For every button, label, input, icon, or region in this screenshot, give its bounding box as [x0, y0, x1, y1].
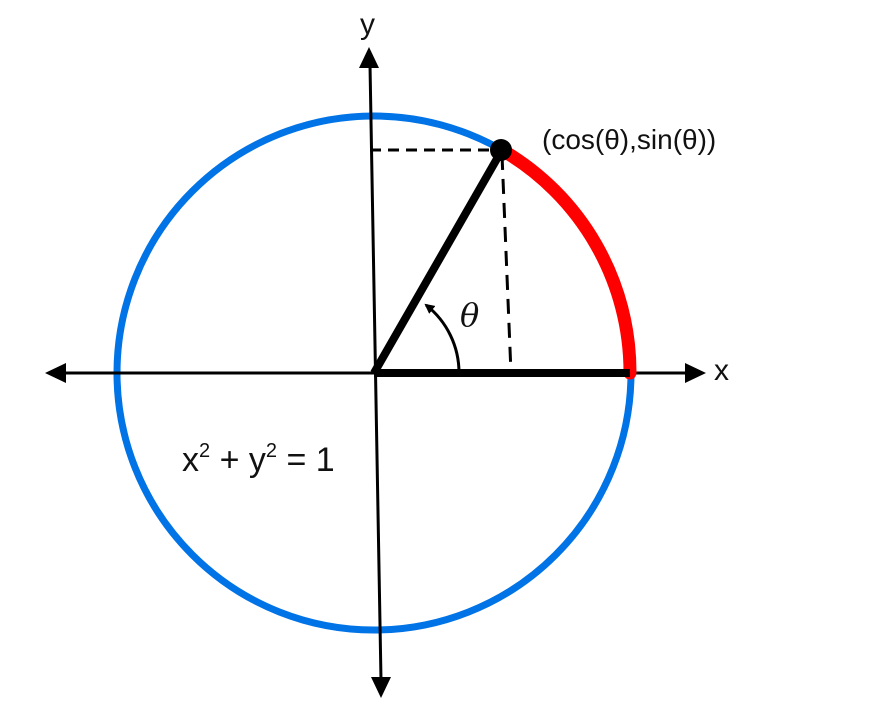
y-axis-arrow-up-icon: [359, 47, 379, 68]
eq-rest: = 1: [277, 441, 335, 479]
eq-exp2: 2: [265, 440, 277, 462]
circle-equation: x2 + y2 = 1: [182, 440, 335, 480]
theta-arc-red: [495, 143, 637, 380]
radius-line: [370, 148, 506, 375]
y-axis-arrow-down-icon: [371, 677, 391, 698]
x-axis-arrow-right-icon: [685, 363, 706, 383]
x-axis-label: x: [714, 354, 729, 387]
angle-arc: [424, 303, 461, 374]
x-axis-arrow-left-icon: [45, 363, 66, 383]
vertical-dashed-projection: [500, 154, 513, 374]
eq-plus-y: + y: [210, 441, 266, 479]
angle-label: θ: [460, 296, 480, 334]
point-label: (cos(θ),sin(θ)): [542, 124, 717, 155]
eq-x: x: [182, 441, 199, 479]
eq-exp1: 2: [199, 440, 211, 462]
y-axis-label: y: [360, 8, 375, 41]
point-marker: [490, 139, 512, 161]
